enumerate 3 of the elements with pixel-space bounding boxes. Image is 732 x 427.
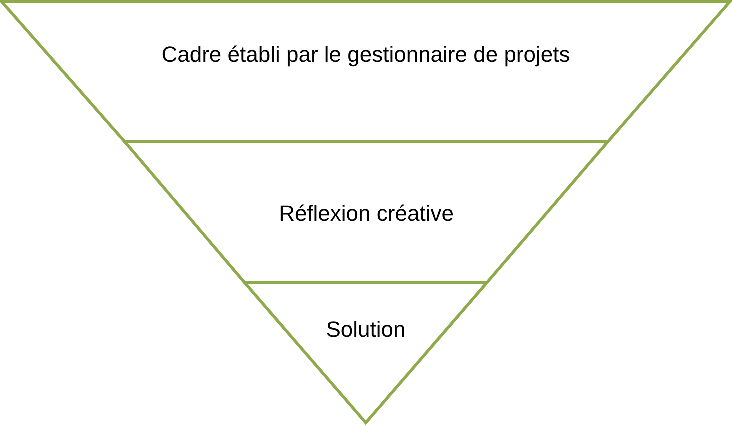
band-label: Solution — [325, 316, 407, 344]
band-label: Cadre établi par le gestionnaire de projets — [160, 41, 572, 69]
band-label: Réflexion créative — [278, 200, 455, 228]
